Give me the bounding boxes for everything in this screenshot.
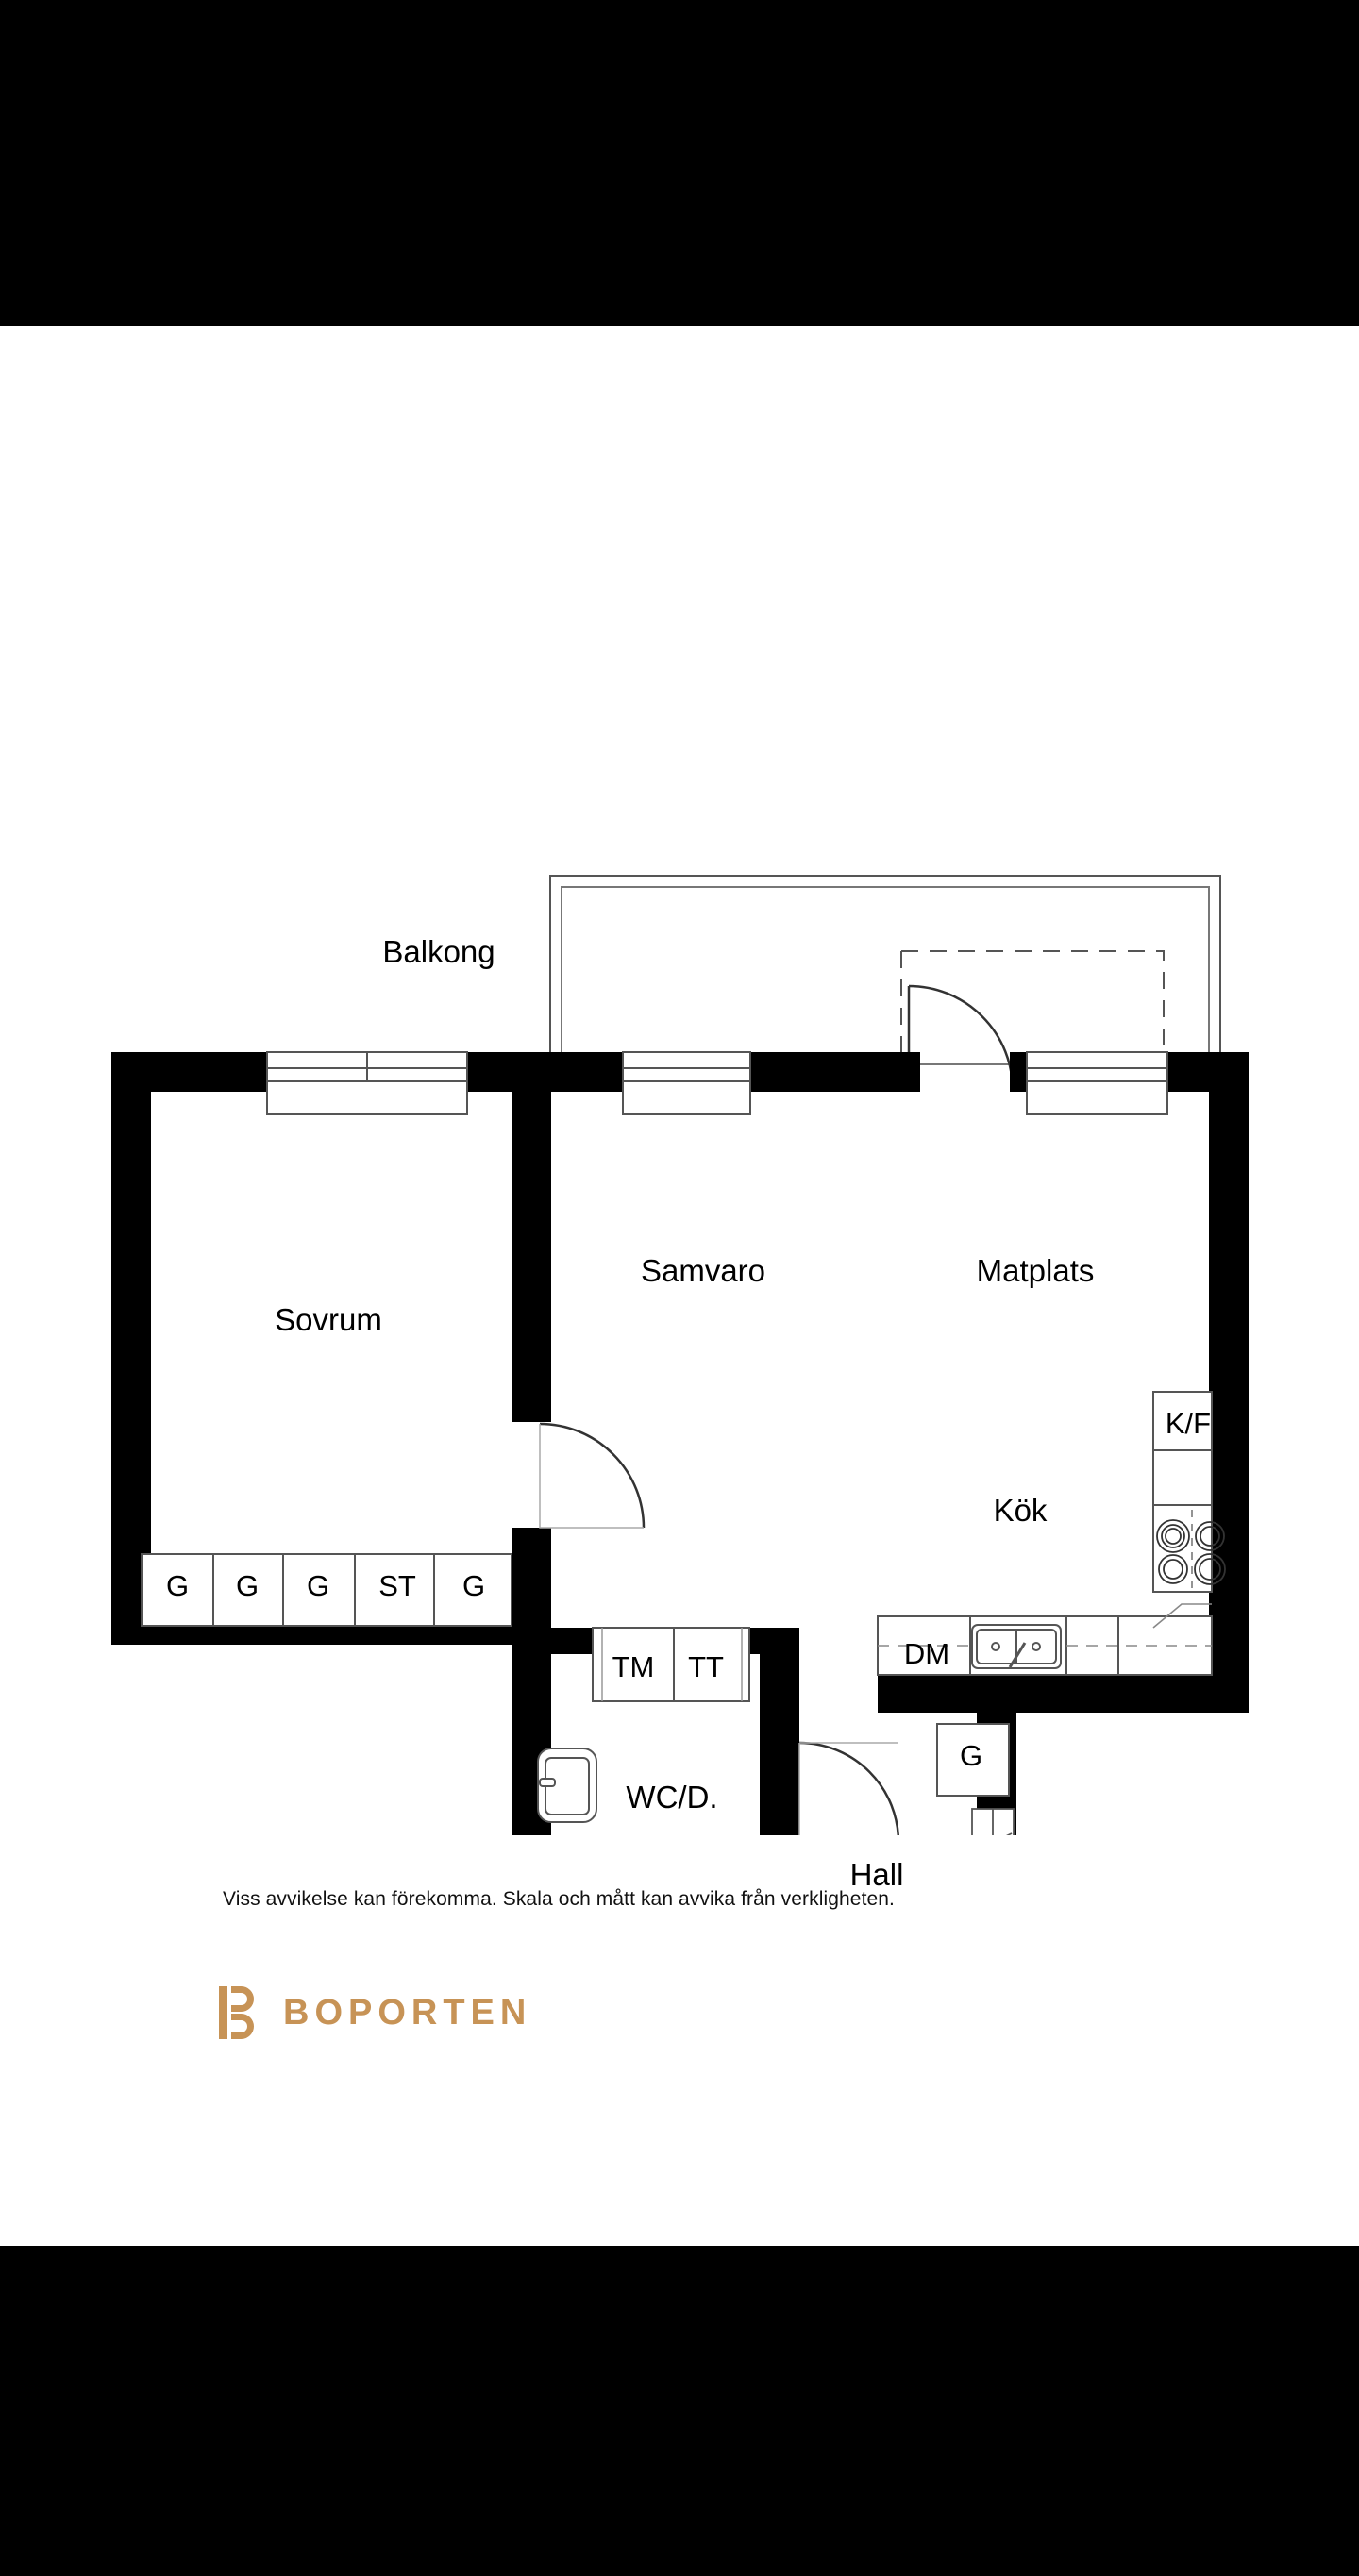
fridge-freezer-box xyxy=(1152,1391,1213,1451)
room-label-kok: Kök xyxy=(993,1493,1048,1528)
boporten-mark-icon xyxy=(219,1986,262,2039)
bedroom-closet-row xyxy=(141,1553,512,1627)
room-label-hall: Hall xyxy=(849,1857,904,1892)
closet-label-2: G xyxy=(235,1569,260,1602)
room-label-wc: WC/D. xyxy=(626,1780,718,1815)
door-bathroom xyxy=(798,1741,899,1835)
brand-name: BOPORTEN xyxy=(283,1992,532,2032)
door-bedroom xyxy=(539,1422,646,1529)
closet-label-3: G xyxy=(306,1569,330,1602)
window-matplats xyxy=(1026,1051,1168,1115)
stove-icon xyxy=(1156,1510,1226,1592)
appliance-label-tumble-dryer: TT xyxy=(688,1650,724,1683)
disclaimer-text: Viss avvikelse kan förekomma. Skala och … xyxy=(223,1888,895,1910)
shoe-shelf xyxy=(971,1808,1015,1835)
corner-cabinet xyxy=(1066,1603,1212,1647)
hall-closet-label: G xyxy=(959,1739,983,1772)
storage-label-st: ST xyxy=(378,1569,416,1602)
sink-basin-icon xyxy=(537,1748,597,1823)
sink-icon xyxy=(971,1624,1062,1669)
wall-mass xyxy=(111,1052,1249,1835)
letterbox-bottom xyxy=(0,2246,1359,2576)
hall-closet-box xyxy=(936,1723,1010,1797)
room-label-balkong: Balkong xyxy=(382,934,495,969)
floor-plan-sheet: Balkong Sovrum Samvaro Matplats Kök WC/D… xyxy=(0,326,1359,2246)
window-samvaro xyxy=(622,1051,751,1115)
window-sovrum xyxy=(266,1051,468,1115)
closet-label-1: G xyxy=(165,1569,190,1602)
balcony-outline xyxy=(549,875,1221,1065)
letterbox-top xyxy=(0,0,1359,326)
room-label-matplats: Matplats xyxy=(976,1253,1095,1288)
brand-logo: BOPORTEN xyxy=(219,1986,531,2039)
appliance-label-fridge-freezer: K/F xyxy=(1165,1407,1212,1440)
floor-plan-drawing xyxy=(111,875,1249,1835)
closet-label-5: G xyxy=(461,1569,486,1602)
room-label-sovrum: Sovrum xyxy=(275,1302,382,1337)
appliance-label-washing-machine: TM xyxy=(612,1650,655,1683)
appliance-label-dishwasher: DM xyxy=(903,1637,950,1670)
laundry-boxes xyxy=(592,1627,750,1702)
room-label-samvaro: Samvaro xyxy=(640,1253,766,1288)
